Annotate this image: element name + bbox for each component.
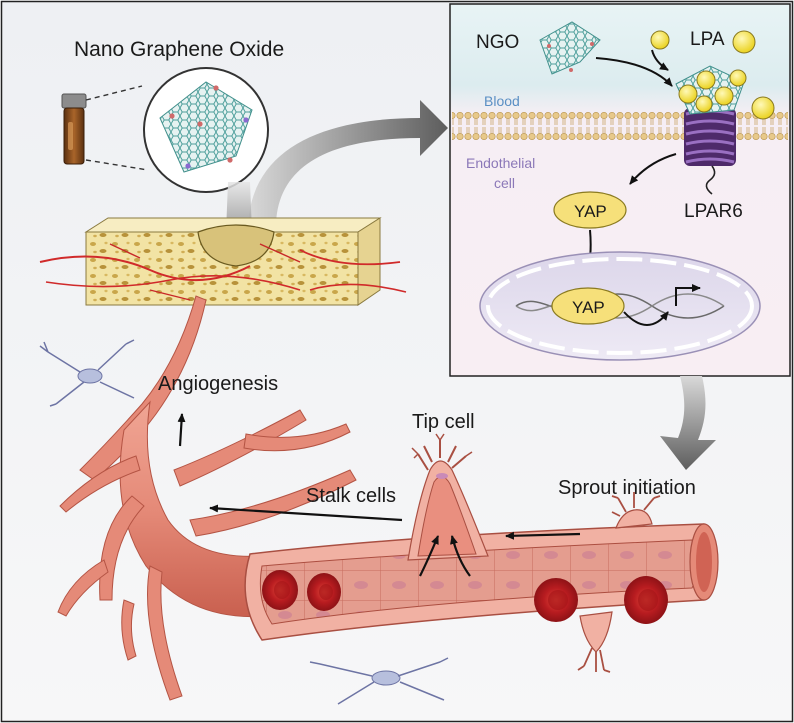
sprout-to-tip-arrow [505,531,581,540]
panel-to-sprout-arrow [660,376,716,470]
label-blood: Blood [484,93,520,109]
lpa-binding-arrow [651,49,669,71]
yap-cytoplasm-icon [553,191,627,229]
tip-cell-sprout-icon [407,433,489,577]
yap-nucleus-icon [551,287,625,325]
neural-cell-bottom-icon [309,657,449,705]
label-yap-cytoplasm: YAP [574,202,607,221]
vessel-tree-icon [57,295,357,701]
gene-promoter-arrow [675,284,701,306]
label-lpar6: LPAR6 [684,201,743,222]
label-endothelial-cell: cell [494,175,515,191]
label-stalk-cells: Stalk cells [306,485,396,507]
label-title: Nano Graphene Oxide [74,38,284,61]
ngo-binding-arrow [595,57,673,87]
label-ngo: NGO [476,32,519,53]
ngo-lpa-complex-icon [675,65,747,115]
cell-membrane [452,112,788,140]
vial-icon [61,93,87,165]
neural-cell-icon [39,339,135,407]
signal-arrow [629,153,677,185]
ngo-sheet-icon [539,21,601,75]
transcription-arrow [623,311,669,326]
bone-to-mechanism-arrow [248,100,448,228]
red-blood-cells-icon [262,570,668,624]
bone-block-icon [39,217,407,306]
graphene-magnified-icon [143,67,269,193]
stalk-to-tree-arrow [209,504,403,522]
blood-vessel-tube-icon [244,523,719,641]
label-sprout-initiation: Sprout initiation [558,477,696,499]
label-lpa: LPA [690,29,725,50]
label-yap-nucleus: YAP [572,298,605,317]
sprout-initiation-icon [577,492,661,673]
label-tip-cell: Tip cell [412,411,475,433]
zoom-line-top [85,85,143,101]
label-angiogenesis: Angiogenesis [158,373,278,395]
angiogenesis-arrow [177,413,186,447]
lpa-molecule-icons [650,30,775,120]
zoom-line-bottom [85,159,149,171]
mechanism-panel: NGO LPA Blood Endothelial cell YAP YAP L… [449,3,791,377]
label-endothelial: Endothelial [466,155,535,171]
